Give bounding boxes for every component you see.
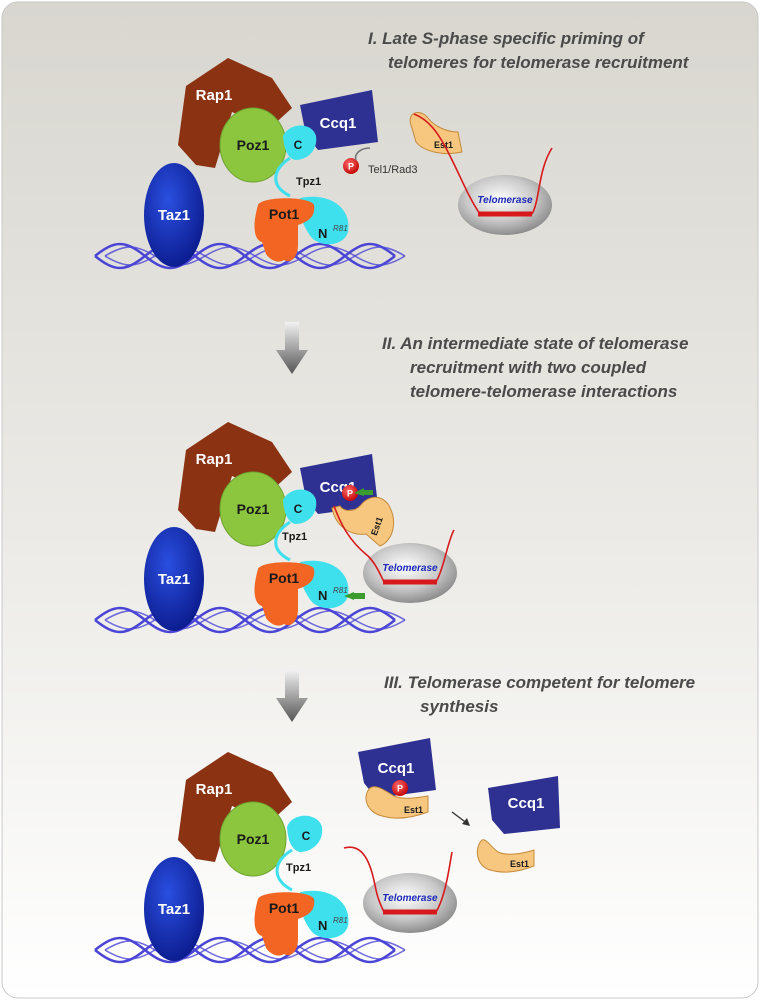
kinase-arrow: [354, 147, 371, 161]
taz1-label: Taz1: [158, 207, 190, 224]
telomerase-label: Telomerase: [382, 563, 438, 574]
tpz1-label: Tpz1: [296, 176, 321, 188]
taz1-protein: [144, 527, 204, 631]
rap1-label: Rap1: [196, 781, 233, 798]
phospho-label: P: [397, 784, 403, 794]
transition-arrow-2: [276, 670, 308, 722]
c-terminus-label: C: [294, 138, 303, 152]
tpz1-linker: [275, 848, 293, 892]
rap1-label: Rap1: [196, 451, 233, 468]
n-terminus-label: N: [318, 226, 327, 241]
pot1-protein: [254, 198, 315, 262]
c-terminus-label: C: [302, 829, 311, 843]
est1-bound-protein: [365, 786, 429, 819]
stage-3: III. Telomerase competent for telomere s…: [94, 673, 700, 964]
poz1-label: Poz1: [237, 137, 270, 153]
stage-1: I. Late S-phase specific priming of telo…: [94, 29, 690, 270]
poz1-protein: [219, 801, 287, 877]
rap1-protein: [178, 422, 292, 532]
r81-label: R81: [333, 224, 348, 233]
tpz1-c-terminus: [283, 125, 317, 160]
taz1-label: Taz1: [158, 571, 190, 588]
telomerase-rna-arm-left: [413, 113, 481, 215]
pot1-protein: [254, 562, 315, 626]
transition-arrow-1: [276, 322, 308, 374]
stage-2-title: II. An intermediate state of telomerase …: [382, 334, 693, 401]
tpz1-label: Tpz1: [282, 531, 307, 543]
pot1-protein: [254, 892, 315, 956]
phospho-site: [392, 780, 408, 796]
pot1-label: Pot1: [269, 206, 300, 222]
telomerase-rna-arm-left: [343, 846, 385, 913]
pot1-label: Pot1: [269, 570, 300, 586]
taz1-protein: [144, 857, 204, 961]
telomerase-enzyme: [363, 543, 457, 603]
dna-helix: [94, 606, 406, 634]
stage-2: II. An intermediate state of telomerase …: [94, 334, 693, 634]
interaction-arrow-telomerase: [344, 592, 354, 600]
ccq1-free-protein: [488, 776, 560, 834]
est1-protein: [331, 496, 395, 547]
taz1-label: Taz1: [158, 901, 190, 918]
ccq1-protein: [300, 454, 378, 514]
tpz1-c-terminus: [283, 489, 317, 524]
est1-bound-label: Est1: [404, 805, 423, 815]
tpz1-linker: [274, 156, 291, 198]
tpz1-c-terminus: [287, 815, 323, 852]
rap1-protein: [178, 752, 292, 862]
ccq1-bound-label: Ccq1: [378, 760, 415, 777]
phospho-site: [342, 485, 358, 501]
dna-helix: [94, 242, 406, 270]
telomerase-rna-arm-right: [435, 851, 453, 913]
ccq1-free-label: Ccq1: [508, 795, 545, 812]
phospho-label: P: [348, 162, 354, 172]
phospho-site: [343, 158, 359, 174]
stage-1-title: I. Late S-phase specific priming of telo…: [368, 29, 690, 72]
n-terminus-label: N: [318, 918, 327, 933]
n-terminus-label: N: [318, 588, 327, 603]
est1-free-label: Est1: [510, 859, 529, 869]
est1-free-protein: [476, 839, 535, 873]
tpz1-label: Tpz1: [286, 862, 311, 874]
taz1-protein: [144, 163, 204, 267]
rap1-protein: [178, 58, 292, 168]
ccq1-label: Ccq1: [320, 115, 357, 132]
telomerase-label: Telomerase: [477, 195, 533, 206]
dna-helix: [94, 936, 406, 964]
rap1-label: Rap1: [196, 87, 233, 104]
interaction-arrow-est1: [354, 488, 364, 496]
telomerase-rna-arm-right: [531, 147, 553, 215]
r81-label: R81: [333, 916, 348, 925]
poz1-label: Poz1: [237, 501, 270, 517]
r81-label: R81: [333, 586, 348, 595]
telomerase-rna-arm-left: [333, 505, 385, 583]
telomerase-enzyme: [363, 873, 457, 933]
stage-3-title: III. Telomerase competent for telomere s…: [384, 673, 700, 716]
tpz1-linker: [274, 520, 291, 562]
telomerase-label: Telomerase: [382, 893, 438, 904]
phospho-label: P: [347, 489, 353, 499]
poz1-label: Poz1: [237, 831, 270, 847]
c-terminus-label: C: [294, 502, 303, 516]
release-arrow-head: [462, 818, 470, 826]
telomerase-rna-arm-right: [435, 529, 455, 583]
ccq1-bound-protein: [358, 738, 436, 798]
telomerase-enzyme: [458, 175, 552, 235]
pot1-label: Pot1: [269, 900, 300, 916]
interaction-arrow-est1-shaft: [363, 490, 373, 495]
interaction-arrow-telomerase-shaft: [353, 593, 365, 599]
kinase-label: Tel1/Rad3: [368, 164, 418, 176]
ccq1-protein: [300, 90, 378, 150]
